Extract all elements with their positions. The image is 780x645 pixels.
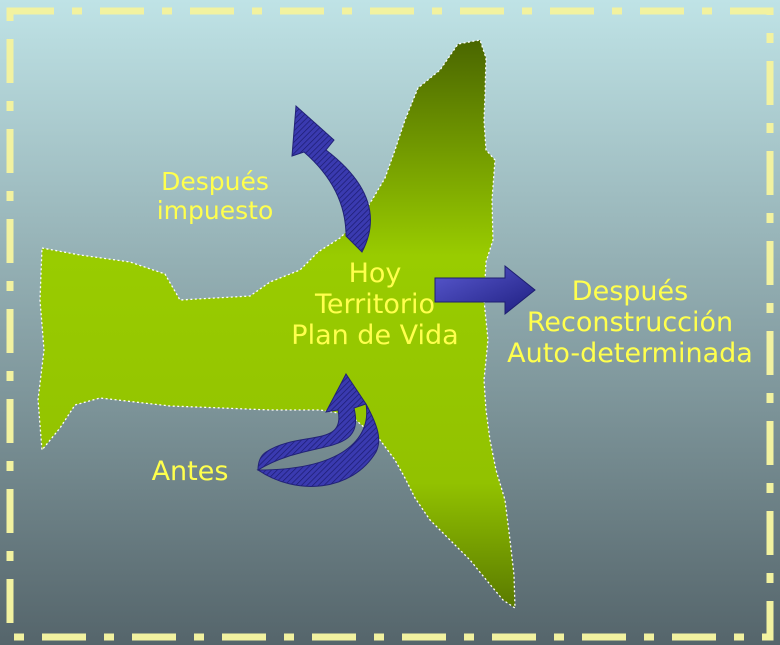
curved-arrow-up-from-below xyxy=(256,373,380,487)
dashed-border xyxy=(6,7,774,641)
label-line: Después xyxy=(571,276,689,307)
label-line: Auto-determinada xyxy=(507,338,753,370)
label-before: Antes xyxy=(130,456,250,487)
label-after-imposed: Después impuesto xyxy=(120,167,310,226)
label-line: Después xyxy=(161,167,269,196)
curved-arrow-up-left xyxy=(291,104,371,253)
straight-arrow-right xyxy=(434,264,536,316)
label-line: Territorio xyxy=(315,289,435,321)
label-line: Plan de Vida xyxy=(291,320,459,352)
label-after-reconstruction: Después Reconstrucción Auto-determinada xyxy=(490,276,770,369)
label-line: Hoy xyxy=(348,258,402,289)
label-line: impuesto xyxy=(156,195,274,225)
label-line: Antes xyxy=(151,456,229,487)
label-today: Hoy Territorio Plan de Vida xyxy=(270,258,480,351)
label-line: Reconstrucción xyxy=(526,307,734,339)
